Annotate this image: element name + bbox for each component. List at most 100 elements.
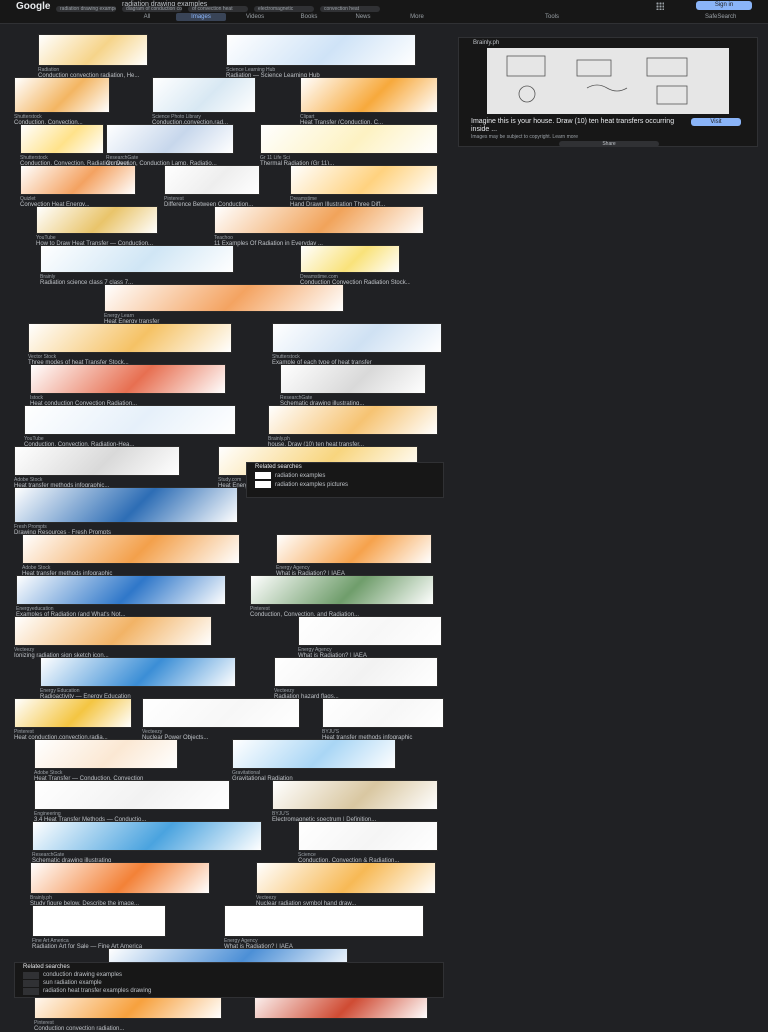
preview-image[interactable] — [487, 48, 729, 114]
image-result-thumbnail[interactable] — [34, 739, 178, 769]
image-result-thumbnail[interactable] — [14, 616, 212, 646]
panel-title[interactable]: Imagine this is your house. Draw (10) te… — [471, 118, 675, 133]
apps-grid-icon[interactable] — [656, 2, 664, 10]
tab-news[interactable]: News — [355, 14, 371, 20]
visit-button[interactable]: Visit — [691, 118, 741, 126]
image-result-thumbnail[interactable] — [268, 405, 438, 435]
image-result-thumbnail[interactable] — [30, 364, 226, 394]
image-result-thumbnail[interactable] — [32, 905, 166, 937]
image-result-thumbnail[interactable] — [298, 821, 438, 851]
image-result-thumbnail[interactable] — [34, 780, 230, 810]
image-result-thumbnail[interactable] — [214, 206, 424, 234]
tab-more[interactable]: More — [410, 14, 424, 20]
image-result-thumbnail[interactable] — [14, 487, 238, 523]
chip[interactable]: convection heat — [320, 6, 380, 12]
image-result-thumbnail[interactable] — [272, 323, 442, 353]
tools-button[interactable]: Tools — [545, 14, 560, 20]
safesearch-button[interactable]: SafeSearch — [705, 14, 737, 20]
image-result-thumbnail[interactable] — [272, 780, 438, 810]
image-result-thumbnail[interactable] — [36, 206, 158, 234]
tab-videos[interactable]: Videos — [245, 14, 265, 20]
image-result-thumbnail[interactable] — [30, 862, 210, 894]
related-item[interactable]: sun radiation example — [15, 979, 443, 987]
tab-books[interactable]: Books — [300, 14, 318, 20]
image-result-thumbnail[interactable] — [28, 323, 232, 353]
search-query[interactable]: radiation drawing examples — [122, 1, 208, 8]
image-result-thumbnail[interactable] — [300, 245, 400, 273]
image-result-thumbnail[interactable] — [250, 575, 434, 605]
image-result-thumbnail[interactable] — [226, 34, 416, 66]
image-result-thumbnail[interactable] — [280, 364, 426, 394]
image-result-thumbnail[interactable] — [274, 657, 438, 687]
image-result-thumbnail[interactable] — [104, 284, 344, 312]
image-result-thumbnail[interactable] — [164, 165, 260, 195]
tab-images[interactable]: Images — [176, 13, 226, 21]
image-result-thumbnail[interactable] — [16, 575, 226, 605]
related-item[interactable]: radiation heat transfer examples drawing — [15, 987, 443, 995]
image-result-thumbnail[interactable] — [20, 124, 104, 154]
google-logo[interactable]: Google — [16, 1, 51, 12]
image-result-thumbnail[interactable] — [40, 657, 236, 687]
chip[interactable]: radiation drawing examples — [56, 6, 116, 12]
image-result-thumbnail[interactable] — [300, 77, 438, 113]
image-result-thumbnail[interactable] — [256, 862, 436, 894]
image-result-thumbnail[interactable] — [40, 245, 234, 273]
image-result-thumbnail[interactable] — [106, 124, 234, 154]
image-result-thumbnail[interactable] — [22, 534, 240, 564]
image-result-thumbnail[interactable] — [152, 77, 256, 113]
tab-all[interactable]: All — [143, 14, 151, 20]
image-result-thumbnail[interactable] — [142, 698, 300, 728]
image-result-thumbnail[interactable] — [14, 77, 110, 113]
copyright-note[interactable]: Images may be subject to copyright. Lear… — [471, 134, 578, 140]
related-item[interactable]: radiation examples pictures — [247, 480, 443, 489]
chip[interactable]: of convection heat — [188, 6, 248, 12]
image-result-thumbnail[interactable] — [276, 534, 432, 564]
image-result-thumbnail[interactable] — [298, 616, 442, 646]
related-item[interactable]: radiation examples — [247, 471, 443, 480]
image-result-thumbnail[interactable] — [38, 34, 148, 66]
